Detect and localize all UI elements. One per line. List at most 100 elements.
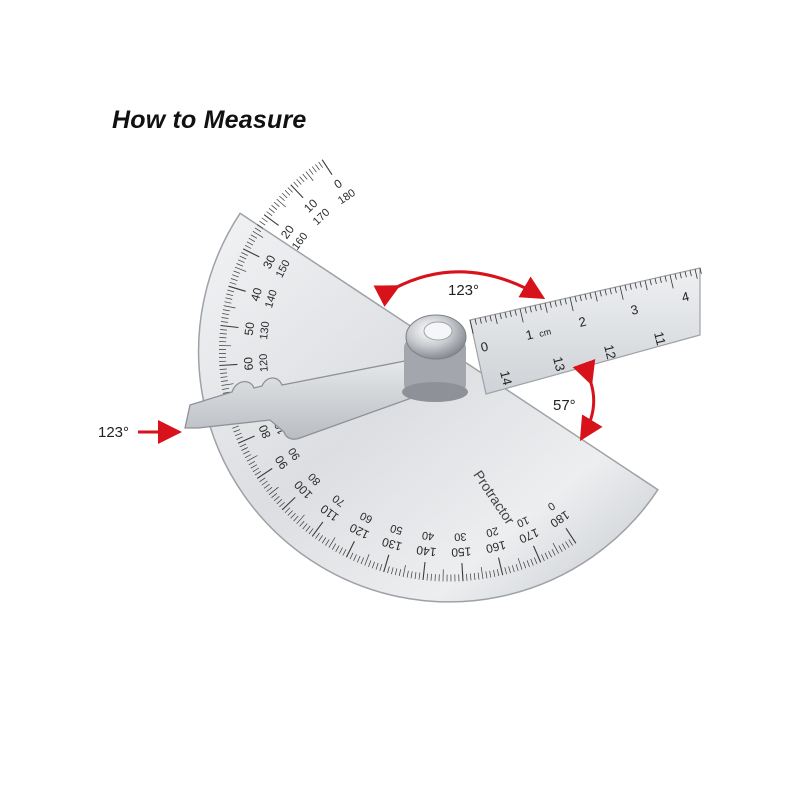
- ruler-tick: [484, 316, 487, 323]
- protractor-tick: [311, 166, 317, 173]
- protractor-tick: [398, 569, 402, 577]
- ruler-tick: [684, 271, 687, 278]
- protractor-tick: [299, 176, 305, 183]
- protractor-tick: [496, 569, 500, 577]
- protractor-tick: [548, 550, 552, 558]
- protractor-tick: [222, 309, 230, 312]
- protractor-tick: [246, 455, 258, 462]
- ruler-tick: [664, 275, 667, 282]
- inner-scale-number: 50: [389, 521, 404, 536]
- protractor-tick: [338, 547, 343, 554]
- protractor-tick: [321, 537, 327, 544]
- ruler-tick: [514, 309, 517, 316]
- protractor-tick: [237, 259, 245, 263]
- protractor-tick: [426, 573, 428, 581]
- ruler-tick: [654, 278, 657, 285]
- protractor-tick: [473, 573, 476, 581]
- ruler-tick: [604, 289, 607, 296]
- protractor-tick: [236, 436, 244, 440]
- protractor-tick: [293, 515, 299, 522]
- protractor-tick: [342, 549, 347, 556]
- protractor-tick: [220, 329, 228, 331]
- protractor-tick: [236, 263, 244, 267]
- angle-annotations: 123° 123° 57°: [98, 270, 603, 444]
- protractor-tick: [220, 376, 228, 378]
- ruler-tick: [624, 284, 627, 291]
- protractor-tick: [219, 333, 227, 335]
- protractor-tick: [276, 499, 283, 505]
- protractor-tick: [360, 557, 365, 565]
- ruler-tick: [634, 282, 637, 289]
- protractor-tick: [477, 572, 480, 580]
- protractor-tick: [383, 554, 390, 573]
- protractor-tick: [259, 477, 266, 483]
- protractor-tick: [248, 237, 256, 243]
- protractor-tick: [533, 557, 538, 565]
- ruler-tick: [494, 314, 498, 325]
- ruler-tick: [594, 291, 598, 302]
- protractor-tick: [263, 483, 270, 489]
- protractor-tick: [273, 496, 280, 502]
- protractor-tick: [410, 571, 413, 579]
- protractor-tick: [254, 471, 262, 476]
- inner-scale-number: 30: [454, 530, 467, 543]
- protractor-tick: [489, 570, 492, 578]
- protractor-tick: [466, 573, 468, 581]
- protractor-tick: [331, 543, 337, 550]
- protractor-tick: [318, 535, 323, 542]
- ruler-top-number: 4: [680, 289, 691, 305]
- protractor-tick: [268, 486, 279, 495]
- protractor-tick: [220, 372, 228, 374]
- ruler-tick: [674, 273, 677, 280]
- ruler-top-number: 3: [629, 302, 640, 318]
- protractor-tick: [293, 181, 299, 188]
- ruler-tick: [489, 315, 492, 322]
- inner-scale-number: 20: [485, 524, 500, 539]
- protractor-tick: [237, 435, 255, 444]
- ruler-tick: [579, 295, 582, 302]
- protractor-tick: [561, 543, 567, 550]
- outer-scale-number: 50: [242, 321, 257, 336]
- protractor-tick: [287, 510, 293, 516]
- inner-scale-number: 70: [330, 492, 347, 509]
- protractor-tick: [485, 571, 488, 579]
- protractor-tick: [279, 501, 285, 508]
- protractor-tick: [532, 545, 542, 563]
- ruler-tick: [564, 298, 567, 305]
- ruler-tick: [544, 302, 548, 313]
- protractor-tick: [248, 460, 256, 466]
- ruler-unit: cm: [538, 326, 552, 339]
- protractor-tick: [222, 313, 230, 316]
- protractor-tick: [391, 567, 394, 575]
- protractor-tick: [406, 570, 409, 578]
- protractor-tick: [387, 566, 390, 574]
- ruler-tick: [499, 313, 502, 320]
- protractor-tick: [252, 467, 260, 472]
- outer-scale-number: 40: [248, 286, 265, 303]
- inner-scale-number: 90: [286, 445, 303, 462]
- protractor-tick: [544, 552, 549, 560]
- protractor-tick: [250, 464, 258, 469]
- protractor-tick: [263, 214, 279, 226]
- protractor-tick: [345, 540, 355, 558]
- protractor-tick: [220, 380, 228, 382]
- protractor-tick: [234, 266, 247, 272]
- protractor-tick: [252, 231, 264, 238]
- inner-scale-number: 120: [258, 353, 271, 372]
- protractor-tick: [371, 561, 375, 569]
- protractor-tick: [299, 520, 305, 527]
- protractor-tick: [219, 368, 227, 370]
- ruler-tick: [554, 300, 557, 307]
- ruler-tick: [504, 312, 507, 318]
- ruler-tick: [549, 301, 552, 308]
- protractor-ticks: [218, 159, 577, 582]
- ruler-tick: [574, 296, 577, 303]
- ruler-tick: [679, 272, 682, 279]
- inner-scale-number: 60: [358, 509, 374, 525]
- protractor-tick: [244, 454, 252, 459]
- protractor-tick: [226, 293, 234, 297]
- protractor-tick: [508, 566, 511, 574]
- outer-scale-number: 80: [256, 422, 274, 440]
- protractor-tick: [379, 564, 383, 572]
